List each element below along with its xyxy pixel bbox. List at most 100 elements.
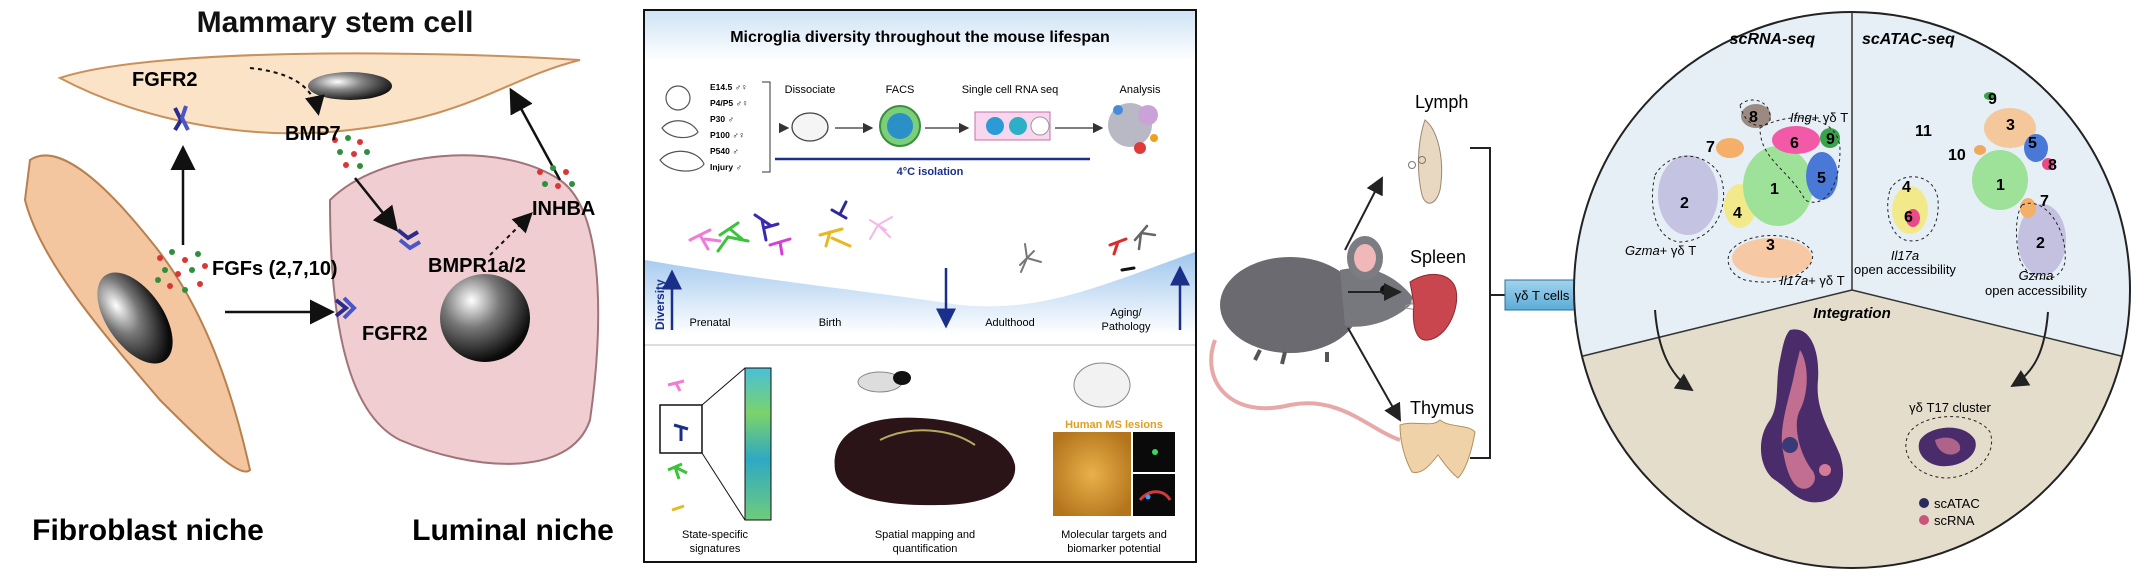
- legend-scatac-dot: [1919, 498, 1929, 508]
- panel-gdt-cells: Lymph Spleen Thymus γδ T cells scRNA-seq…: [1200, 0, 2147, 572]
- rna-cluster-6: 6: [1790, 135, 1799, 152]
- label-fgfr2-top: FGFR2: [132, 69, 198, 91]
- thymus-icon: [1399, 419, 1476, 479]
- label-il17a-atac: Il17a: [1891, 248, 1919, 263]
- age-injury: Injury ♂: [710, 162, 742, 172]
- scrna-cluster-labels: 1 2 3 4 5 6 7 8 9: [1680, 109, 1835, 254]
- rna-cluster-5: 5: [1817, 170, 1826, 187]
- title-band: [645, 11, 1195, 61]
- label-fgfr2-bottom: FGFR2: [362, 323, 428, 345]
- lymph-dot-2: [1418, 156, 1426, 164]
- receptor-bmpr: [396, 228, 422, 251]
- age-list: E14.5 ♂♀ P4/P5 ♂♀ P30 ♂ P100 ♂♀ P540 ♂ I…: [710, 82, 748, 172]
- caption-molecular-1: Molecular targets and: [1061, 529, 1167, 541]
- arrow-atac-to-integration: [2010, 311, 2049, 388]
- step-scrna: Single cell RNA seq: [962, 84, 1059, 96]
- arrow-bmp7-down: [354, 177, 399, 232]
- legend-scatac-label: scATAC: [1934, 496, 1980, 511]
- arrow-rna-to-integration: [1654, 309, 1694, 392]
- lymph-dot-1: [1408, 161, 1416, 169]
- ifng-suffix: + γδ T: [1812, 110, 1849, 125]
- gzma-gene: Gzma: [1625, 243, 1660, 258]
- label-luminal-niche: Luminal niche: [412, 514, 614, 547]
- arrow-to-thymus: [1347, 327, 1401, 422]
- receptor-fgfr2-top: [173, 105, 190, 132]
- facs-inner: [887, 113, 913, 139]
- gdt-cells-label: γδ T cells: [1515, 288, 1570, 303]
- step-dissociate: Dissociate: [785, 84, 836, 96]
- atac-cluster-2: 2: [2036, 235, 2045, 252]
- isolation-label: 4°C isolation: [897, 166, 964, 178]
- atac-cluster-10: 10: [1948, 147, 1966, 164]
- arrow-to-lymph: [1344, 176, 1383, 251]
- stage-adulthood: Adulthood: [985, 317, 1035, 329]
- lymph-node-icon: [1417, 119, 1443, 204]
- age-bracket: [762, 81, 771, 173]
- ms-lesions-label: Human MS lesions: [1065, 419, 1163, 431]
- caption-spatial-2: quantification: [893, 543, 958, 555]
- receptor-fgfr2-bottom: [334, 296, 357, 320]
- rna-cluster-3: 3: [1766, 237, 1775, 254]
- atac-cluster-8: 8: [2048, 157, 2057, 174]
- label-il17a-open: open accessibility: [1854, 262, 1956, 277]
- rna-cluster-7: 7: [1706, 139, 1715, 156]
- chip-bead-1: [986, 117, 1004, 135]
- rna-cluster-1: 1: [1770, 181, 1779, 198]
- atac-cluster-9: 9: [1988, 91, 1997, 108]
- ligand-dots-inhba: [537, 165, 575, 189]
- panel-mammary-niche: Mammary stem cell FGFR2: [0, 0, 640, 572]
- scrna-title: scRNA-seq: [1730, 31, 1816, 48]
- legend-scrna-label: scRNA: [1934, 513, 1975, 528]
- rna-cluster-8: 8: [1749, 109, 1758, 126]
- luminal-cell-nucleus: [440, 274, 530, 362]
- stage-aging: Aging/: [1110, 307, 1142, 319]
- spleen-icon: [1409, 273, 1458, 341]
- age-p30: P30 ♂: [710, 114, 734, 124]
- step-analysis: Analysis: [1120, 84, 1161, 96]
- scatac-cluster-labels: 1 2 3 4 5 6 7 8 9 10 11: [1902, 91, 2057, 252]
- step-facs: FACS: [886, 84, 915, 96]
- chip-bead-3: [1030, 116, 1050, 136]
- mouse-illustration: [1209, 236, 1432, 442]
- state-signatures-graphic: [659, 367, 772, 521]
- age-e14: E14.5 ♂♀: [710, 82, 747, 92]
- fibroblast-nucleus: [97, 272, 173, 364]
- integrated-umap: [1760, 329, 1992, 503]
- label-lymph: Lymph: [1415, 92, 1468, 112]
- il17a-suffix: + γδ T: [1808, 273, 1845, 288]
- legend-scrna-dot: [1919, 515, 1929, 525]
- stage-prenatal: Prenatal: [690, 317, 731, 329]
- ms-lesions-graphic: [1053, 362, 1175, 516]
- stem-cell-title: Mammary stem cell: [197, 6, 474, 39]
- atac-cluster-6: 6: [1904, 209, 1913, 226]
- label-il17a-rna: Il17a+ γδ T: [1780, 273, 1845, 288]
- scatac-title: scATAC-seq: [1862, 31, 1955, 48]
- chip-bead-2: [1009, 117, 1027, 135]
- mouse-sketches: [659, 85, 705, 172]
- rna-cluster-9: 9: [1826, 131, 1835, 148]
- label-gzma-atac: Gzma: [2019, 268, 2054, 283]
- stage-pathology: Pathology: [1102, 321, 1151, 333]
- microglia-title: Microglia diversity throughout the mouse…: [730, 29, 1110, 46]
- atac-cluster-1: 1: [1996, 177, 2005, 194]
- analysis-umap-icon: [1108, 103, 1158, 154]
- microglia-diagram: Microglia diversity throughout the mouse…: [643, 9, 1197, 563]
- age-p100: P100 ♂♀: [710, 130, 745, 140]
- ligand-dots-fgf: [155, 249, 208, 293]
- dotted-arrow-inhba: [489, 212, 533, 256]
- stem-cell-nucleus: [308, 72, 392, 100]
- label-thymus: Thymus: [1410, 398, 1474, 418]
- spatial-brain-graphic: [834, 371, 1016, 506]
- il17a-gene: Il17a: [1780, 273, 1808, 288]
- mammary-niche-diagram: Mammary stem cell FGFR2: [23, 6, 614, 547]
- ligand-dots-bmp7: [332, 135, 370, 169]
- label-ifng: Ifng+ γδ T: [1790, 110, 1848, 125]
- panel-microglia: Microglia diversity throughout the mouse…: [640, 0, 1200, 572]
- atac-cluster-7: 7: [2040, 193, 2049, 210]
- circle-divider-left: [1582, 289, 1853, 357]
- microglia-cells: [688, 200, 1157, 273]
- caption-state-1: State-specific: [682, 529, 749, 541]
- label-bmp7: BMP7: [285, 123, 341, 145]
- stage-birth: Birth: [819, 317, 842, 329]
- rna-cluster-2: 2: [1680, 195, 1689, 212]
